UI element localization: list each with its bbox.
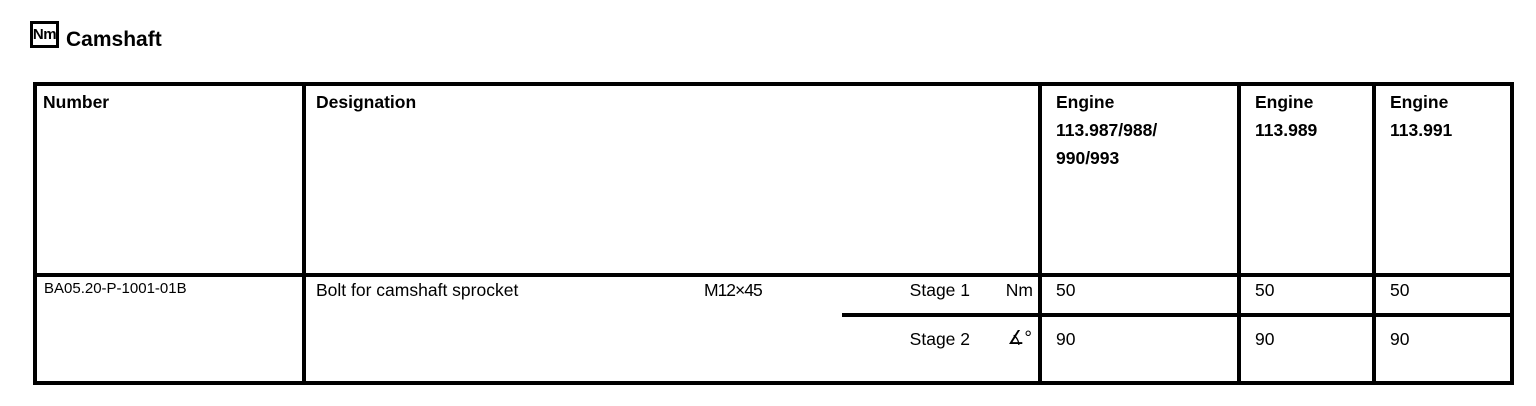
nm-torque-unit-icon: Nm bbox=[30, 21, 59, 48]
header-engine-1: Engine 113.987/988/ 990/993 bbox=[1042, 86, 1237, 277]
number-cell: BA05.20-P-1001-01B bbox=[44, 280, 187, 297]
header-engine-2: Engine 113.989 bbox=[1241, 86, 1372, 277]
header-designation: Designation bbox=[306, 86, 1038, 277]
stage-2-value-engine-3: 90 bbox=[1390, 329, 1410, 349]
stage-2-value-engine-2: 90 bbox=[1255, 329, 1275, 349]
engine-3-values: 50 90 bbox=[1376, 277, 1510, 381]
column-engine-2: Engine 113.989 50 90 bbox=[1241, 86, 1376, 381]
stage-1-unit-nm: Nm bbox=[1005, 280, 1033, 300]
stage-2-label: Stage 2 bbox=[909, 329, 970, 349]
stage-divider-line bbox=[842, 313, 1038, 317]
stage-2-row: Stage 2 ∡° bbox=[306, 317, 1038, 381]
designation-text: Bolt for camshaft sprocket bbox=[316, 280, 519, 300]
column-number: Number BA05.20-P-1001-01B bbox=[37, 86, 306, 381]
stage-1-value-engine-1: 50 bbox=[1042, 277, 1237, 317]
stage-1-value-engine-2: 50 bbox=[1241, 277, 1372, 317]
header-engine-3: Engine 113.991 bbox=[1376, 86, 1510, 277]
torque-spec-table: Number BA05.20-P-1001-01B Designation Bo… bbox=[33, 82, 1514, 385]
engine-1-values: 50 90 bbox=[1042, 277, 1237, 381]
section-title: Nm Camshaft bbox=[30, 21, 162, 52]
designation-cell: Bolt for camshaft sprocket M12×45 Stage … bbox=[306, 277, 1038, 381]
stage-1-row: Bolt for camshaft sprocket M12×45 Stage … bbox=[306, 277, 1038, 313]
header-number: Number bbox=[37, 86, 302, 277]
column-engine-1: Engine 113.987/988/ 990/993 50 90 bbox=[1042, 86, 1241, 381]
section-title-text: Camshaft bbox=[66, 28, 162, 51]
stage-1-label: Stage 1 bbox=[909, 280, 970, 300]
stage-1-value-engine-3: 50 bbox=[1376, 277, 1510, 317]
column-designation: Designation Bolt for camshaft sprocket M… bbox=[306, 86, 1042, 381]
column-engine-3: Engine 113.991 50 90 bbox=[1376, 86, 1510, 381]
thread-size-text: M12×45 bbox=[704, 280, 763, 300]
engine-2-values: 50 90 bbox=[1241, 277, 1372, 381]
stage-2-angle-degrees-symbol: ∡° bbox=[1007, 328, 1032, 349]
stage-2-value-engine-1: 90 bbox=[1056, 329, 1076, 349]
